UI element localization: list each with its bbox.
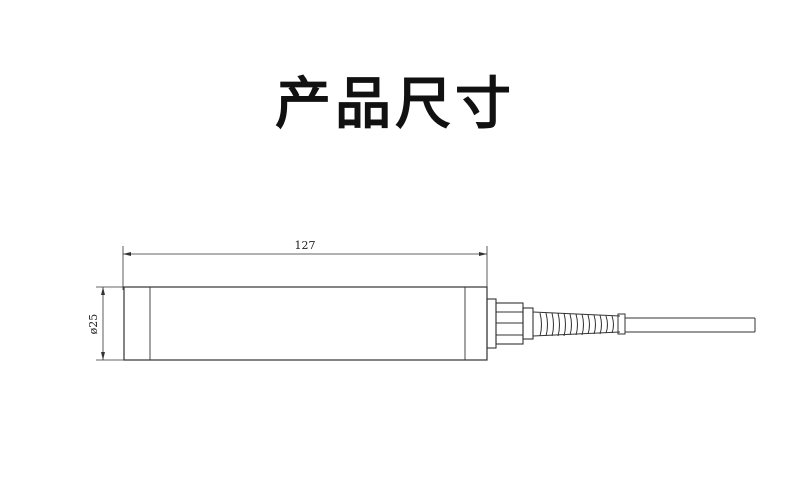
diameter-label: ø25 (87, 314, 100, 335)
cable (625, 317, 756, 333)
strain-relief-spring (532, 311, 626, 337)
page-title: 产品尺寸 (275, 72, 515, 137)
length-label: 127 (295, 239, 316, 252)
length-dimension: 127 (122, 239, 488, 290)
cable-gland (486, 298, 534, 349)
diameter-dimension: ø25 (87, 286, 124, 361)
sensor-body (123, 286, 488, 361)
